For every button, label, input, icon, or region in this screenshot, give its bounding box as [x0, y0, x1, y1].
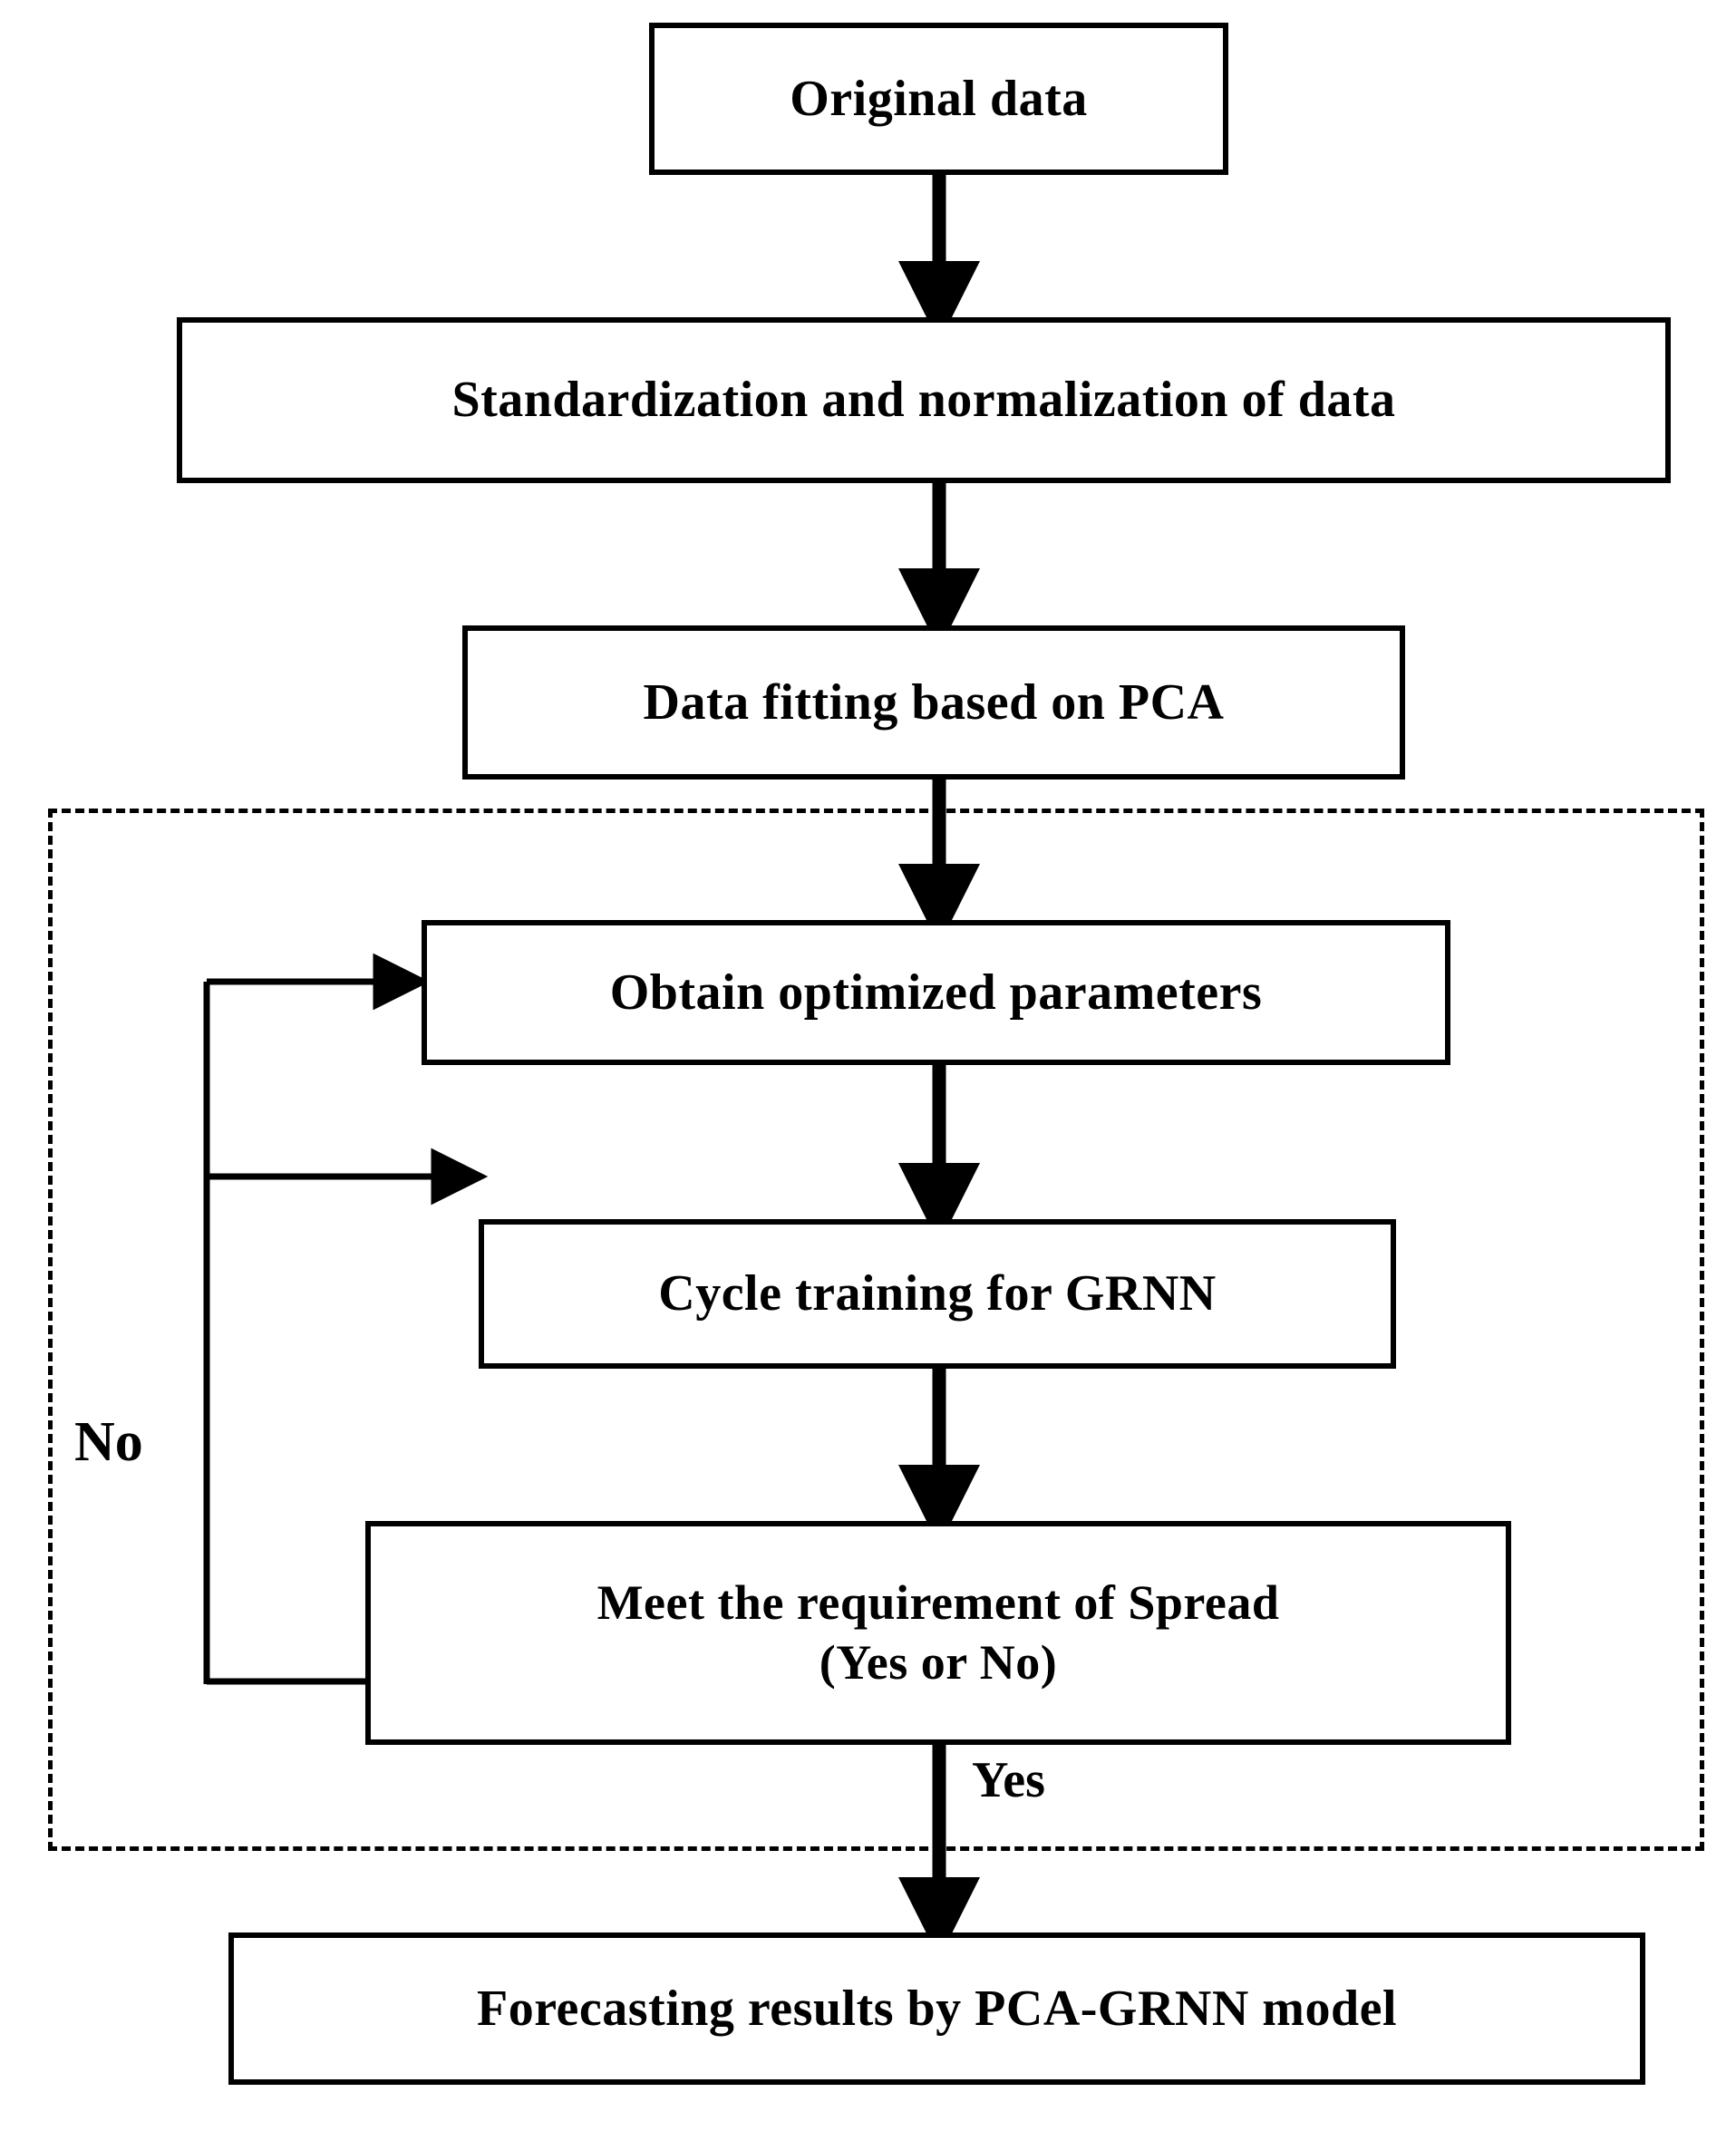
node-standardization-normalization[interactable]: Standardization and normalization of dat… — [177, 317, 1671, 483]
node-data-fitting-pca-label: Data fitting based on PCA — [643, 673, 1225, 731]
edge-label-yes: Yes — [972, 1752, 1045, 1808]
node-obtain-optimized-parameters-label: Obtain optimized parameters — [609, 964, 1263, 1021]
node-standardization-normalization-label: Standardization and normalization of dat… — [451, 372, 1396, 429]
node-cycle-training-grnn-label: Cycle training for GRNN — [658, 1265, 1217, 1322]
node-meet-requirement-spread[interactable]: Meet the requirement of Spread (Yes or N… — [365, 1521, 1511, 1745]
node-cycle-training-grnn[interactable]: Cycle training for GRNN — [479, 1219, 1396, 1369]
node-data-fitting-pca[interactable]: Data fitting based on PCA — [462, 625, 1405, 780]
edge-feedback-no-trunk — [203, 982, 365, 1685]
edge-label-no: No — [74, 1411, 143, 1473]
node-forecasting-results-pca-grnn-label: Forecasting results by PCA-GRNN model — [476, 1980, 1397, 2037]
node-forecasting-results-pca-grnn[interactable]: Forecasting results by PCA-GRNN model — [228, 1932, 1645, 2085]
node-meet-requirement-spread-label: Meet the requirement of Spread (Yes or N… — [596, 1574, 1280, 1690]
node-original-data[interactable]: Original data — [649, 23, 1228, 175]
node-original-data-label: Original data — [790, 70, 1088, 127]
node-obtain-optimized-parameters[interactable]: Obtain optimized parameters — [422, 920, 1450, 1065]
